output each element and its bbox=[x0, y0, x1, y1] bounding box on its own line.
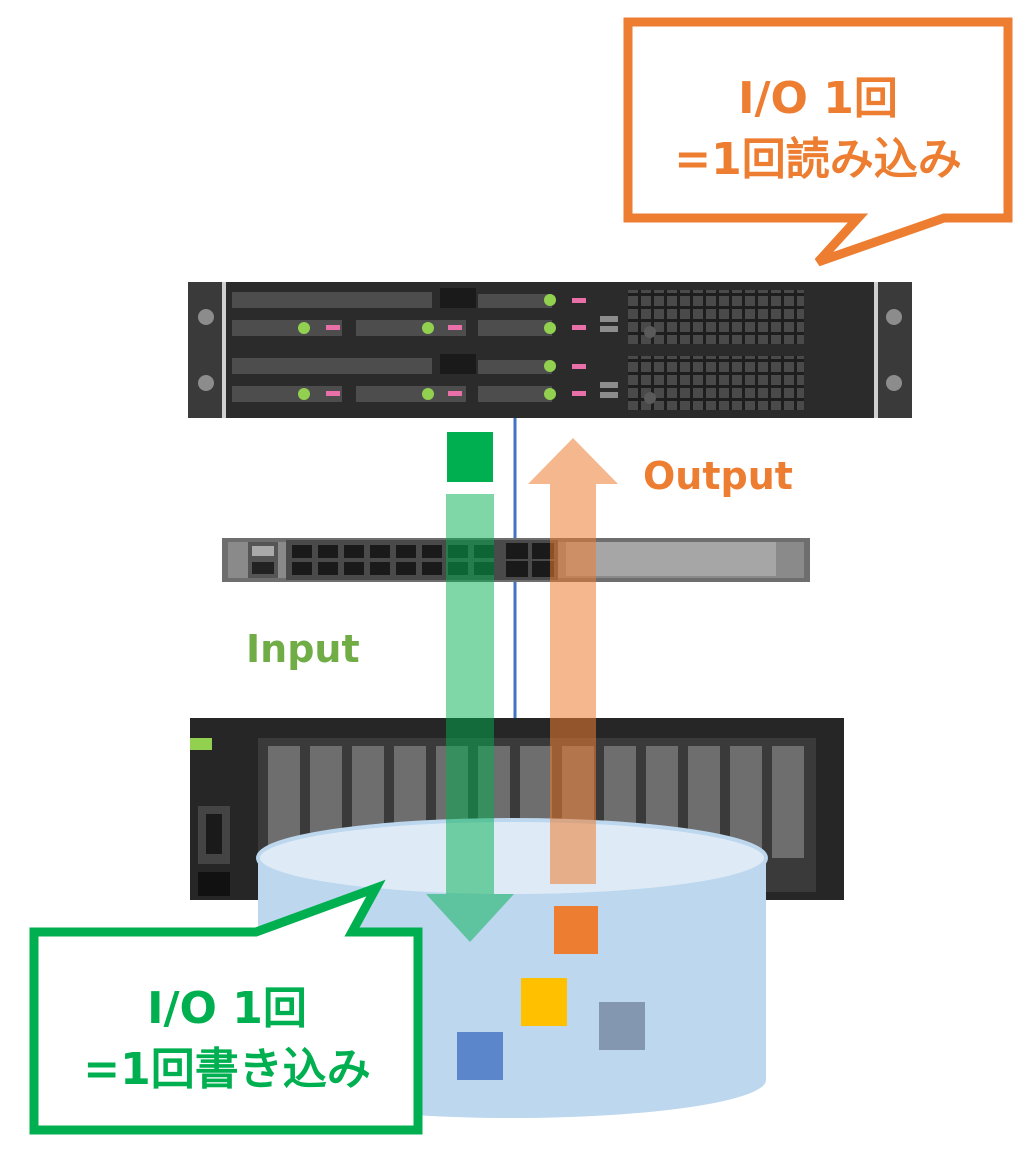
write-callout: I/O 1回 =1回書き込み bbox=[29, 879, 423, 1135]
input-label: Input bbox=[246, 627, 360, 671]
read-callout: I/O 1回 =1回読み込み bbox=[623, 17, 1013, 267]
output-label: Output bbox=[643, 454, 793, 498]
input-arrow bbox=[426, 432, 514, 942]
data-block-gray bbox=[599, 1002, 645, 1050]
write-callout-line2: =1回書き込み bbox=[83, 1044, 370, 1095]
data-block-blue bbox=[457, 1032, 503, 1080]
read-callout-line1: I/O 1回 bbox=[738, 73, 898, 124]
read-callout-line2: =1回読み込み bbox=[674, 134, 961, 185]
rack-server-icon bbox=[188, 282, 912, 418]
output-arrow bbox=[528, 438, 618, 884]
data-block-yellow bbox=[521, 978, 567, 1026]
network-switch-icon bbox=[222, 538, 810, 582]
data-block-orange bbox=[554, 906, 598, 954]
write-callout-line1: I/O 1回 bbox=[147, 983, 307, 1034]
